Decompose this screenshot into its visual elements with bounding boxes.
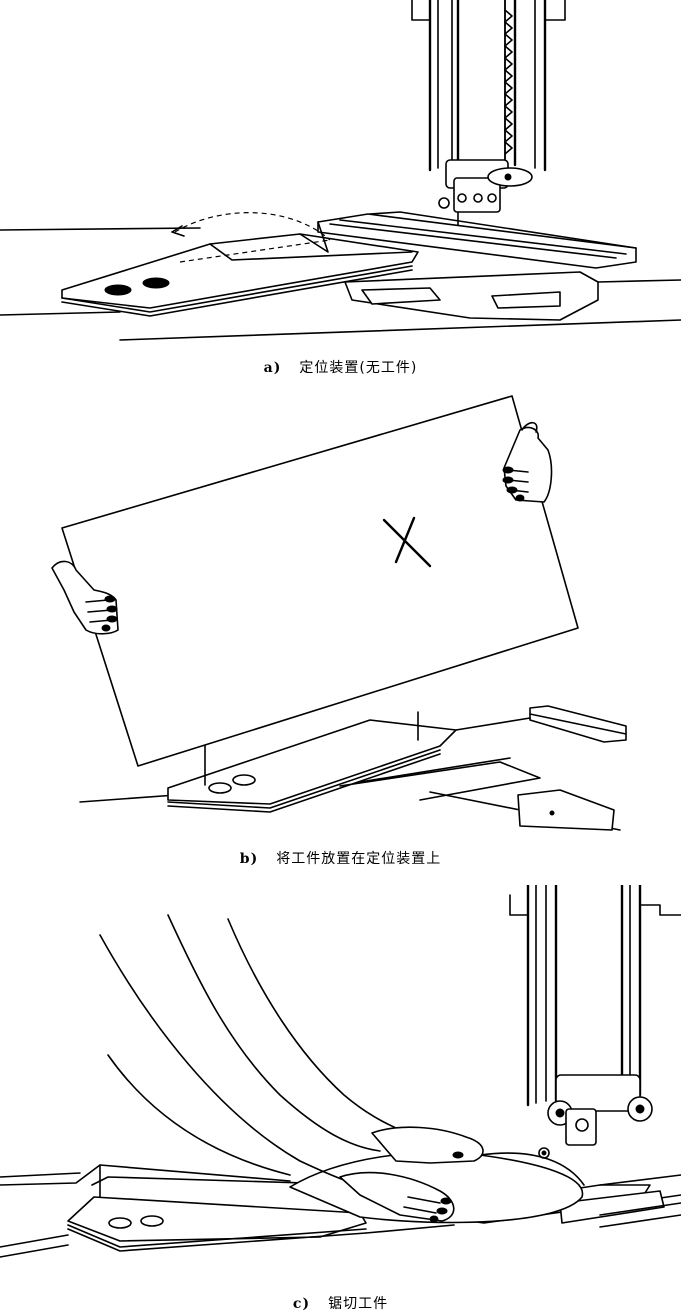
left-hand — [51, 560, 119, 635]
caption-a-label: a) — [263, 360, 282, 376]
blade-guide — [438, 159, 533, 213]
right-hand — [371, 1126, 484, 1164]
positioning-fixture — [61, 221, 419, 317]
figure-a — [0, 0, 681, 345]
caption-b: b) 将工件放置在定位装置上 — [0, 848, 681, 868]
left-hand — [339, 1171, 455, 1223]
caption-c: c) 锯切工件 — [0, 1293, 681, 1313]
caption-c-text: 锯切工件 — [328, 1296, 389, 1312]
fence-rail — [317, 211, 637, 269]
blade-guide — [538, 1074, 653, 1159]
right-hand — [502, 421, 553, 503]
workpiece-circle — [289, 1151, 585, 1224]
figure-a-drawing — [0, 0, 681, 341]
workpiece-board — [61, 395, 579, 767]
fixture-under-workpiece — [79, 705, 627, 831]
caption-b-text: 将工件放置在定位装置上 — [276, 851, 442, 867]
caption-a-text: 定位装置(无工件) — [299, 360, 418, 376]
positioning-fixture — [0, 1176, 455, 1258]
saw-column — [411, 0, 566, 172]
figure-b — [0, 390, 681, 840]
saw-table — [0, 227, 681, 341]
caption-b-label: b) — [239, 851, 259, 867]
rotation-arc — [171, 212, 331, 263]
operator-arms — [99, 914, 399, 1186]
figure-b-drawing — [51, 395, 627, 831]
figure-c — [0, 885, 681, 1285]
saw-column — [509, 885, 681, 1107]
figure-c-drawing — [0, 885, 681, 1258]
caption-c-label: c) — [292, 1296, 311, 1312]
caption-a: a) 定位装置(无工件) — [0, 357, 681, 377]
table-edge — [0, 1164, 291, 1198]
